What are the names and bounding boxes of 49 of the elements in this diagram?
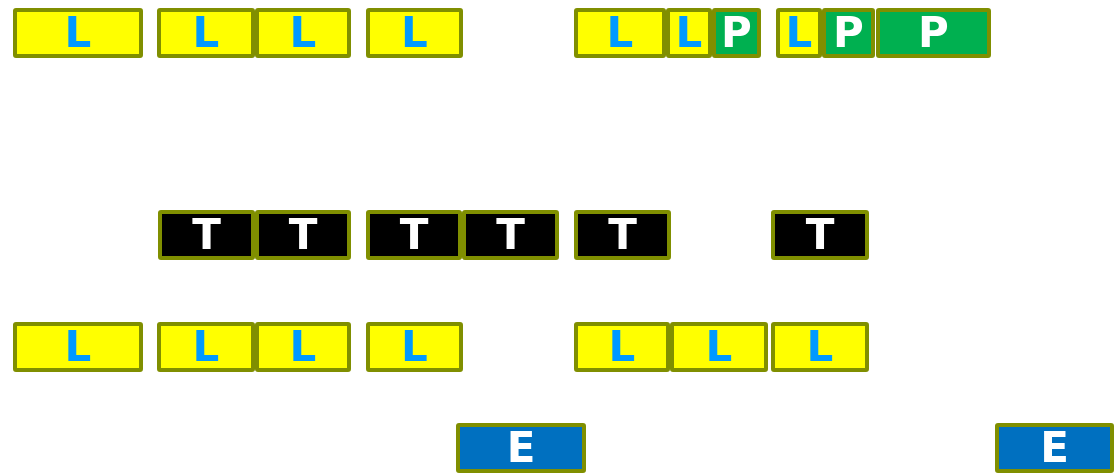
letter-plate — [771, 210, 869, 260]
letter-plate — [574, 322, 670, 372]
plate-letter: T — [805, 215, 835, 255]
plate-letter: L — [192, 13, 220, 53]
plate-letter: E — [506, 428, 536, 468]
letter-plate — [670, 322, 768, 372]
plate-letter: L — [606, 13, 634, 53]
letter-plate — [776, 8, 822, 58]
plate-letter: L — [64, 13, 92, 53]
plate-letter: T — [399, 215, 429, 255]
plate-letter: E — [1040, 428, 1069, 468]
letter-plate — [366, 322, 463, 372]
plate-letter: T — [608, 215, 637, 255]
letter-plate — [158, 210, 255, 260]
letter-plate — [712, 8, 761, 58]
letter-plate — [822, 8, 875, 58]
plate-letter: P — [721, 13, 752, 53]
letter-plate — [366, 210, 462, 260]
letter-plate — [13, 322, 143, 372]
letter-plate — [574, 8, 666, 58]
plate-letter: L — [675, 13, 703, 53]
plate-letter: L — [192, 327, 220, 367]
plate-letter: T — [288, 215, 318, 255]
plate-letter: L — [289, 327, 317, 367]
letter-plate — [255, 322, 351, 372]
letter-plate — [366, 8, 463, 58]
letter-plate — [995, 423, 1114, 473]
letter-plate — [876, 8, 991, 58]
plate-letter: L — [289, 13, 317, 53]
plate-letter: T — [192, 215, 221, 255]
letter-plate — [574, 210, 671, 260]
letter-plate — [462, 210, 559, 260]
letter-plate — [255, 210, 351, 260]
plate-letter: L — [608, 327, 636, 367]
plate-letter: L — [401, 327, 428, 367]
letter-plate — [13, 8, 143, 58]
plate-letter: L — [705, 327, 733, 367]
letter-plate — [771, 322, 869, 372]
plate-letter: T — [496, 215, 525, 255]
letter-plate — [157, 8, 255, 58]
letter-plate — [157, 322, 255, 372]
plate-letter: L — [785, 13, 813, 53]
plate-letter: L — [806, 327, 834, 367]
plate-letter: L — [64, 327, 92, 367]
plate-letter: P — [918, 13, 949, 53]
plate-letter: L — [401, 13, 428, 53]
letter-plate — [456, 423, 586, 473]
plate-letter: P — [833, 13, 864, 53]
letter-plate — [255, 8, 351, 58]
